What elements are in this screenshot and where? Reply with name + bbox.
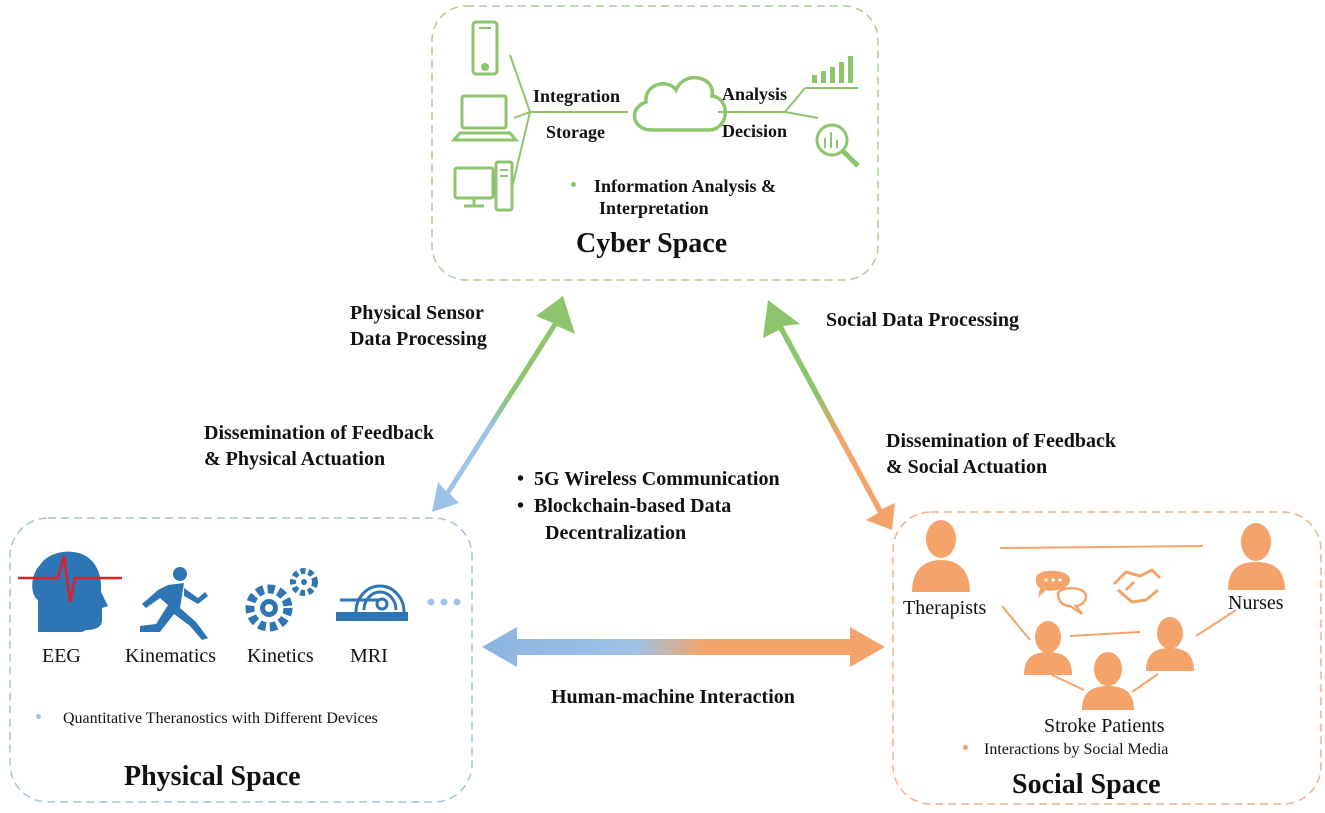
cyber-space-box bbox=[431, 5, 879, 281]
physical-bullet-text: Quantitative Theranostics with Different… bbox=[63, 710, 378, 727]
left-double-arrow bbox=[432, 296, 575, 512]
right-double-arrow bbox=[763, 300, 895, 530]
physical-bullet: Quantitative Theranostics with Different… bbox=[36, 710, 378, 728]
social-connectors bbox=[999, 545, 1237, 693]
social-bullet-text: Interactions by Social Media bbox=[984, 741, 1169, 758]
integration-label: Integration bbox=[533, 86, 620, 106]
cyber-bullet-line2: Interpretation bbox=[599, 198, 709, 218]
cyber-bullet-line1: Information Analysis & bbox=[594, 176, 777, 196]
patient-person-icon-right bbox=[1146, 617, 1194, 671]
therapists-label: Therapists bbox=[903, 597, 987, 619]
hmi-label: Human-machine Interaction bbox=[551, 686, 795, 708]
analysis-label: Analysis bbox=[722, 84, 788, 104]
center-bullets: • 5G Wireless Communication • Blockchain… bbox=[517, 466, 780, 547]
physical-sensor-label: Physical Sensor Data Processing bbox=[350, 300, 487, 352]
kinetics-label: Kinetics bbox=[247, 645, 314, 667]
dissem-physical-label: Dissemination of Feedback & Physical Act… bbox=[204, 420, 434, 472]
physical-sensor-line2: Data Processing bbox=[350, 328, 487, 350]
physical-sensor-line1: Physical Sensor bbox=[350, 302, 484, 324]
dissem-social-line2: & Social Actuation bbox=[886, 456, 1048, 478]
magnifier-analytics-icon bbox=[815, 123, 860, 168]
physical-space-box bbox=[9, 517, 473, 803]
desktop-computer-icon bbox=[453, 160, 514, 212]
runner-icon bbox=[140, 567, 208, 640]
social-bullet: Interactions by Social Media bbox=[963, 741, 1168, 759]
cyber-bullet: Information Analysis & Interpretation bbox=[571, 175, 776, 219]
chat-bubbles-icon bbox=[1036, 570, 1088, 616]
eeg-head-icon bbox=[18, 551, 122, 632]
dissem-physical-line2: & Physical Actuation bbox=[204, 448, 386, 470]
laptop-icon bbox=[450, 94, 520, 142]
center-bullet-1-text: 5G Wireless Communication bbox=[534, 468, 780, 490]
cyber-bullet-dot bbox=[571, 182, 576, 188]
nurse-person-icon bbox=[1228, 523, 1285, 590]
social-data-label: Social Data Processing bbox=[826, 309, 1019, 331]
social-space-box bbox=[892, 511, 1322, 805]
physical-bullet-dot bbox=[36, 713, 41, 719]
eeg-label: EEG bbox=[42, 645, 81, 667]
stroke-patients-label: Stroke Patients bbox=[1044, 715, 1165, 737]
cloud-icon bbox=[632, 75, 727, 132]
kinematics-label: Kinematics bbox=[125, 645, 217, 667]
center-bullet-2-cont: Decentralization bbox=[545, 522, 687, 544]
more-dots-icon bbox=[427, 598, 461, 606]
physical-space-title: Physical Space bbox=[124, 761, 301, 792]
decision-label: Decision bbox=[722, 121, 787, 141]
handshake-icon bbox=[1112, 568, 1162, 604]
device-connectors bbox=[509, 54, 858, 189]
social-bullet-dot bbox=[963, 744, 968, 750]
center-bullet-2: • Blockchain-based Data bbox=[517, 495, 732, 517]
mri-scanner-icon bbox=[336, 584, 408, 621]
storage-label: Storage bbox=[546, 122, 605, 142]
patient-person-icon-center bbox=[1082, 652, 1134, 710]
social-space-title: Social Space bbox=[1012, 769, 1161, 800]
bar-chart-icon bbox=[812, 56, 853, 83]
center-bullet-2-text: Blockchain-based Data bbox=[534, 495, 732, 517]
gears-icon bbox=[245, 568, 318, 632]
therapist-person-icon bbox=[912, 520, 970, 592]
horizontal-double-arrow bbox=[482, 627, 885, 667]
dissem-physical-line1: Dissemination of Feedback bbox=[204, 422, 434, 444]
dissem-social-label: Dissemination of Feedback & Social Actua… bbox=[886, 428, 1116, 480]
smartphone-icon bbox=[471, 20, 499, 76]
cyber-space-title: Cyber Space bbox=[576, 228, 728, 259]
mri-label: MRI bbox=[350, 645, 388, 667]
nurses-label: Nurses bbox=[1228, 592, 1284, 614]
patient-person-icon-left bbox=[1024, 621, 1072, 675]
center-bullet-1: • 5G Wireless Communication bbox=[517, 468, 780, 490]
dissem-social-line1: Dissemination of Feedback bbox=[886, 430, 1116, 452]
